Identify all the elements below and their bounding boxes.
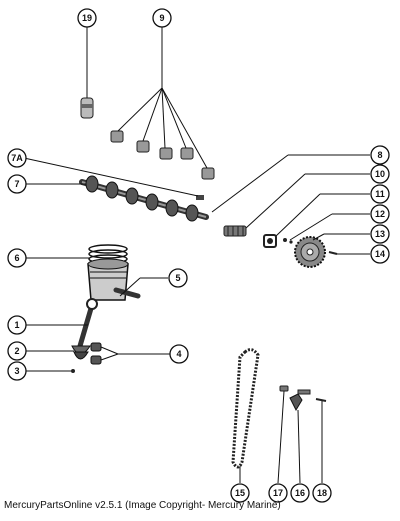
callout-4: 4	[169, 344, 189, 364]
svg-text:6: 6	[14, 253, 19, 263]
svg-text:4: 4	[176, 349, 181, 359]
svg-text:11: 11	[375, 189, 385, 199]
rod-cap-2	[73, 351, 89, 360]
callout-18: 18	[312, 483, 332, 503]
callout-7: 7	[7, 174, 27, 194]
callout-16: 16	[290, 483, 310, 503]
callout-1: 1	[7, 315, 27, 335]
cam-bearings-9	[110, 130, 215, 180]
rod-bearings-4	[90, 342, 102, 365]
svg-text:18: 18	[317, 488, 327, 498]
callout-12: 12	[370, 204, 390, 224]
bolt-14	[328, 251, 338, 255]
small-parts-11-12	[283, 238, 293, 244]
thrust-plate-10	[263, 234, 277, 248]
svg-text:10: 10	[375, 169, 385, 179]
callout-6: 6	[7, 248, 27, 268]
copyright-caption: MercuryPartsOnline v2.5.1 (Image Copyrig…	[4, 500, 281, 511]
svg-text:17: 17	[273, 488, 283, 498]
lifter-19	[80, 97, 94, 119]
callout-3: 3	[7, 361, 27, 381]
timing-chain-15	[231, 348, 260, 469]
svg-text:19: 19	[82, 13, 92, 23]
callout-17: 17	[268, 483, 288, 503]
small-parts-16-17-18	[279, 385, 327, 412]
callout-5: 5	[168, 268, 188, 288]
callout-2: 2	[7, 341, 27, 361]
timing-sprocket-13	[294, 236, 326, 268]
svg-text:16: 16	[295, 488, 305, 498]
svg-text:9: 9	[159, 13, 164, 23]
callout-10: 10	[370, 164, 390, 184]
callout-11: 11	[370, 184, 390, 204]
nut-3	[71, 369, 75, 373]
piston-pin-5	[113, 287, 141, 299]
callout-9: 9	[152, 8, 172, 28]
callout-14: 14	[370, 244, 390, 264]
svg-text:2: 2	[14, 346, 19, 356]
drive-gear-8	[223, 225, 247, 237]
svg-text:14: 14	[375, 249, 385, 259]
svg-text:13: 13	[375, 229, 385, 239]
callout-19: 19	[77, 8, 97, 28]
callout-7a: 7A	[7, 148, 27, 168]
svg-text:8: 8	[377, 150, 382, 160]
svg-text:1: 1	[14, 320, 19, 330]
callout-13: 13	[370, 224, 390, 244]
callout-8: 8	[370, 145, 390, 165]
camshaft-7	[79, 175, 209, 222]
svg-text:15: 15	[235, 488, 245, 498]
svg-text:12: 12	[375, 209, 385, 219]
svg-text:7A: 7A	[11, 153, 23, 163]
leader-lines	[23, 27, 370, 484]
svg-text:7: 7	[14, 179, 19, 189]
svg-text:3: 3	[14, 366, 19, 376]
svg-text:5: 5	[175, 273, 180, 283]
callout-15: 15	[230, 483, 250, 503]
key-7a	[196, 195, 204, 200]
